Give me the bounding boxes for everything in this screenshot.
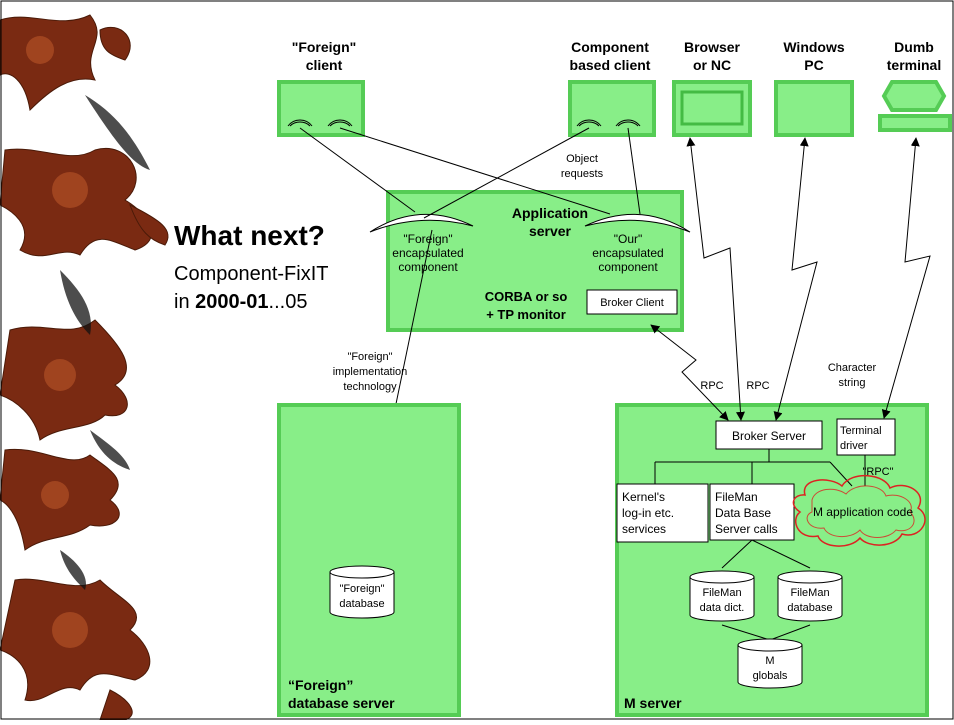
foreign-database-cylinder <box>329 565 395 619</box>
foreign-database-label-1: "Foreign" <box>339 583 384 595</box>
broker-server-label: Broker Server <box>732 429 806 443</box>
browser-label-2: or NC <box>693 57 731 73</box>
windows-label-1: Windows <box>783 39 845 55</box>
fileman-calls-label-3: Server calls <box>715 522 778 536</box>
rpc-label-2: RPC <box>746 380 769 392</box>
fileman-dict-label-1: FileMan <box>702 587 741 599</box>
corba-label-2: + TP monitor <box>486 307 566 322</box>
character-string-label-2: string <box>839 377 866 389</box>
broker-client-label: Broker Client <box>600 297 664 309</box>
kernel-label-1: Kernel's <box>622 490 665 504</box>
fileman-dict-label-2: data dict. <box>700 602 745 614</box>
object-request-lines <box>299 127 641 569</box>
m-server-connectors <box>654 449 866 641</box>
terminal-driver-box <box>836 418 896 456</box>
windows-pc-icon <box>774 80 854 137</box>
date-line: in 2000-01...05 <box>174 291 307 313</box>
dumb-terminal-label-1: Dumb <box>894 39 934 55</box>
m-globals-cylinder <box>737 638 803 689</box>
dumb-terminal-label-2: terminal <box>887 57 941 73</box>
foreign-db-server-label-1: “Foreign” <box>288 677 353 693</box>
foreign-client-label-1: "Foreign" <box>292 39 357 55</box>
fileman-database-cylinder <box>777 570 843 622</box>
rpc-zigzag-arrows <box>650 137 931 421</box>
kernel-label-2: log-in etc. <box>622 506 674 520</box>
starfish-decoration <box>0 14 169 721</box>
browser-label-1: Browser <box>684 39 741 55</box>
dumb-terminal-icon <box>878 80 952 132</box>
kernel-label-3: services <box>622 522 666 536</box>
component-client-label-2: based client <box>570 57 651 73</box>
slide-title: What next? <box>174 220 325 251</box>
m-globals-label-2: globals <box>753 670 788 682</box>
app-server-label-1: Application <box>512 205 588 221</box>
our-component-label-3: component <box>598 260 658 274</box>
fileman-db-label-2: database <box>787 602 832 614</box>
foreign-client-label-2: client <box>306 57 343 73</box>
object-requests-label-1: Object <box>566 153 598 165</box>
fileman-calls-box <box>709 483 795 541</box>
browser-nc-icon <box>672 80 752 137</box>
fileman-calls-label-2: Data Base <box>715 506 771 520</box>
subtitle-line: Component-FixIT <box>174 263 329 285</box>
corba-label-1: CORBA or so <box>485 289 568 304</box>
m-application-code-label: M application code <box>813 505 913 519</box>
m-application-code-cloud <box>792 474 926 547</box>
foreign-component-socket <box>369 213 474 233</box>
terminal-driver-label-2: driver <box>840 440 868 452</box>
character-string-label-1: Character <box>828 362 877 374</box>
fileman-calls-label-1: FileMan <box>715 490 758 504</box>
terminal-driver-label-1: Terminal <box>840 425 882 437</box>
foreign-client-box <box>277 80 365 137</box>
object-requests-label-2: requests <box>561 168 604 180</box>
foreign-component-label-2: encapsulated <box>392 246 463 260</box>
foreign-impl-label-2: implementation <box>333 366 408 378</box>
kernel-services-box <box>616 483 709 543</box>
foreign-component-label-3: component <box>398 260 458 274</box>
windows-label-2: PC <box>804 57 823 73</box>
foreign-database-label-2: database <box>339 598 384 610</box>
component-client-box <box>568 80 656 137</box>
foreign-component-label-1: "Foreign" <box>403 232 452 246</box>
rpc-label-1: RPC <box>700 380 723 392</box>
our-component-label-2: encapsulated <box>592 246 663 260</box>
foreign-impl-label-1: "Foreign" <box>347 351 392 363</box>
broker-client-box <box>586 289 678 315</box>
fileman-db-label-1: FileMan <box>790 587 829 599</box>
fileman-data-dict-cylinder <box>689 570 755 622</box>
app-server-label-2: server <box>529 223 572 239</box>
m-globals-label-1: M <box>765 655 774 667</box>
component-client-label-1: Component <box>571 39 649 55</box>
foreign-db-server-box <box>277 403 461 717</box>
foreign-impl-label-3: technology <box>343 381 397 393</box>
rpc-quote-label: "RPC" <box>862 466 893 478</box>
foreign-db-server-label-2: database server <box>288 695 395 711</box>
our-component-label-1: "Our" <box>614 232 643 246</box>
m-server-label: M server <box>624 695 682 711</box>
